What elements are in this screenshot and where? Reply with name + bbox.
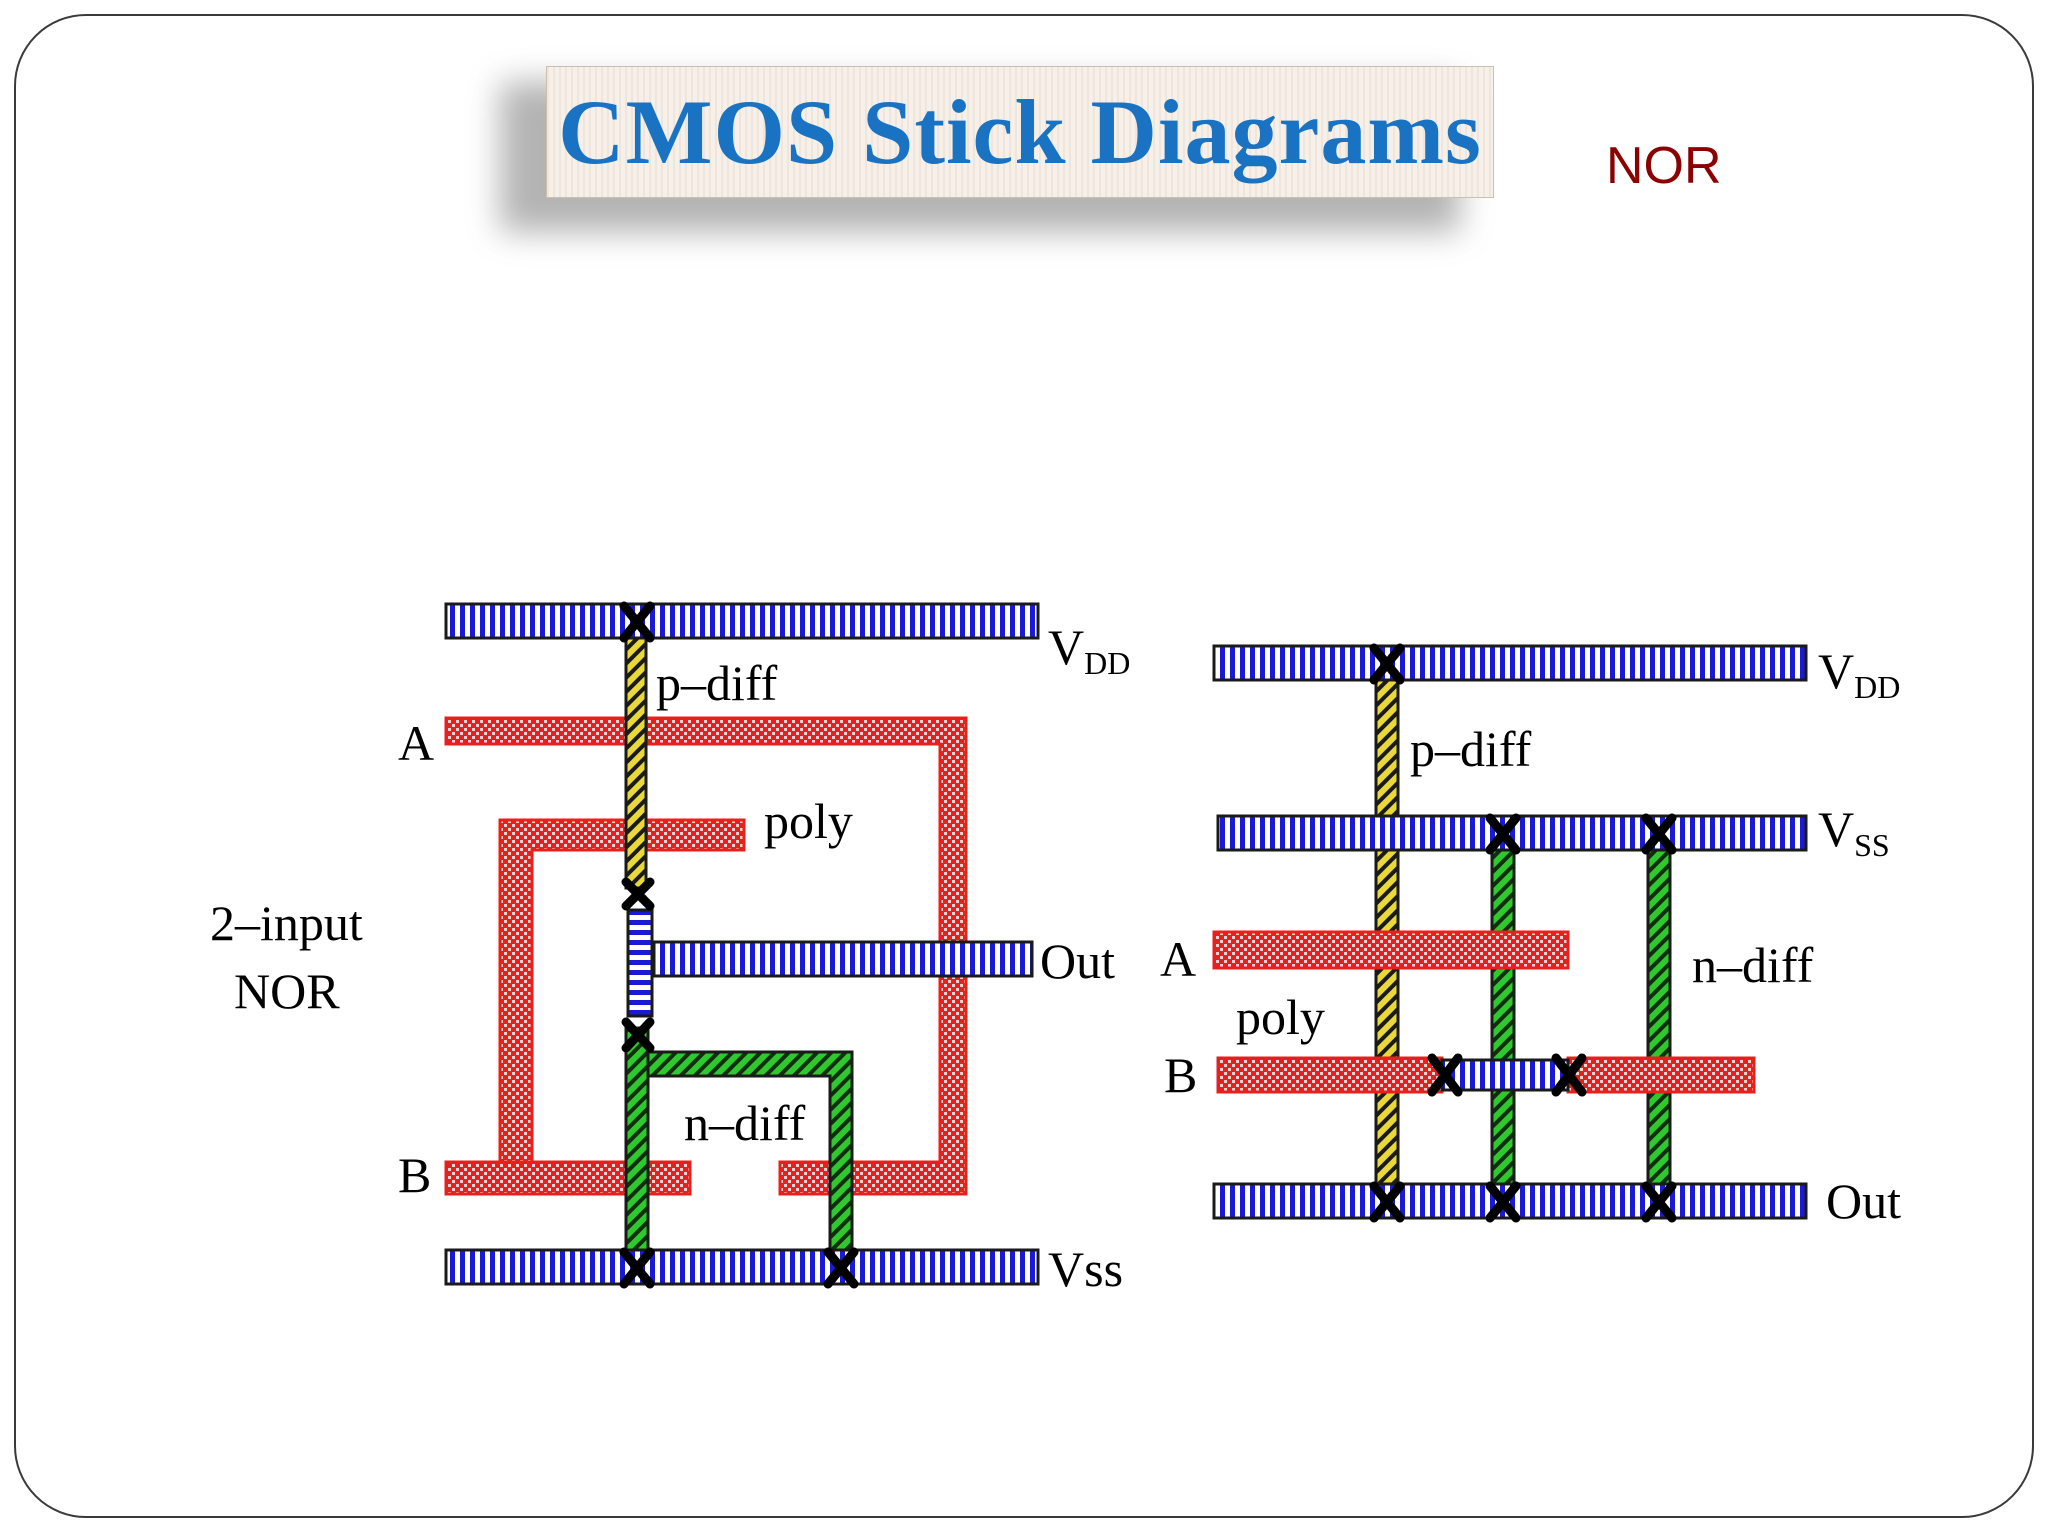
label-vdd-right: VDD xyxy=(1818,643,1900,705)
poly-b-loop xyxy=(444,1160,692,1196)
right-contacts xyxy=(1369,643,1677,1223)
label-poly-right: poly xyxy=(1236,989,1325,1045)
left-contacts xyxy=(619,601,859,1289)
slide-title: CMOS Stick Diagrams xyxy=(558,81,1482,183)
contact-vss-a-left xyxy=(619,1247,655,1289)
label-pdiff-left: p–diff xyxy=(656,655,778,711)
poly-a-right xyxy=(1212,930,1570,970)
contact-vss-2-right xyxy=(1641,813,1677,855)
contact-b-2-right xyxy=(1551,1053,1587,1097)
ndiff-right-1 xyxy=(1490,820,1516,1210)
contact-vss-b-left xyxy=(823,1247,859,1289)
right-stick-diagram: VDD VSS Out A B p–diff n–diff poly xyxy=(1160,643,1901,1229)
poly-b-vertical xyxy=(498,818,746,1164)
contact-vdd-right xyxy=(1369,643,1405,685)
label-a-left: A xyxy=(398,715,434,771)
out-contact-bar-left xyxy=(626,908,654,1018)
metal-b-bridge-right xyxy=(1440,1058,1570,1092)
label-vdd-left: VDD xyxy=(1048,619,1130,681)
vdd-rail-right xyxy=(1212,644,1808,682)
label-vss-left: Vss xyxy=(1048,1241,1123,1297)
contact-b-1-right xyxy=(1427,1053,1463,1097)
poly-b-right-1 xyxy=(1216,1056,1444,1094)
ndiff-left-vertical xyxy=(624,1026,650,1270)
contact-vss-1-right xyxy=(1485,813,1521,855)
contact-ndiff-out-left xyxy=(621,1017,655,1053)
left-stick-diagram: VDD Vss Out A B p–diff n–diff poly 2–inp… xyxy=(210,601,1130,1297)
contact-pdiff-out-left xyxy=(621,877,655,911)
out-rail-left xyxy=(652,940,1034,978)
title-box: CMOS Stick Diagrams xyxy=(546,66,1494,198)
ndiff-left-branch xyxy=(646,1050,854,1270)
pdiff-left xyxy=(624,610,648,890)
contact-out-3-right xyxy=(1641,1181,1677,1223)
label-b-right: B xyxy=(1164,1047,1197,1103)
caption-line2: NOR xyxy=(234,963,340,1019)
label-a-right: A xyxy=(1160,931,1196,987)
slide-subtitle: NOR xyxy=(1606,137,1722,195)
label-out-left: Out xyxy=(1040,933,1115,989)
label-ndiff-right: n–diff xyxy=(1692,937,1814,993)
contact-out-1-right xyxy=(1369,1181,1405,1223)
vss-rail-left xyxy=(444,1248,1040,1286)
contact-out-2-right xyxy=(1485,1181,1521,1223)
vdd-rail-left xyxy=(444,602,1040,640)
poly-a-loop xyxy=(444,716,968,1196)
label-pdiff-right: p–diff xyxy=(1410,721,1532,777)
label-out-right: Out xyxy=(1826,1173,1901,1229)
ndiff-right-2 xyxy=(1646,820,1672,1210)
label-ndiff-left: n–diff xyxy=(684,1095,806,1151)
contact-vdd-left xyxy=(619,601,655,643)
label-poly-left: poly xyxy=(764,793,853,849)
poly-b-right-2 xyxy=(1566,1056,1756,1094)
pdiff-right xyxy=(1374,652,1400,1208)
label-vss-right: VSS xyxy=(1818,801,1890,863)
label-b-left: B xyxy=(398,1147,431,1203)
caption-line1: 2–input xyxy=(210,895,363,951)
